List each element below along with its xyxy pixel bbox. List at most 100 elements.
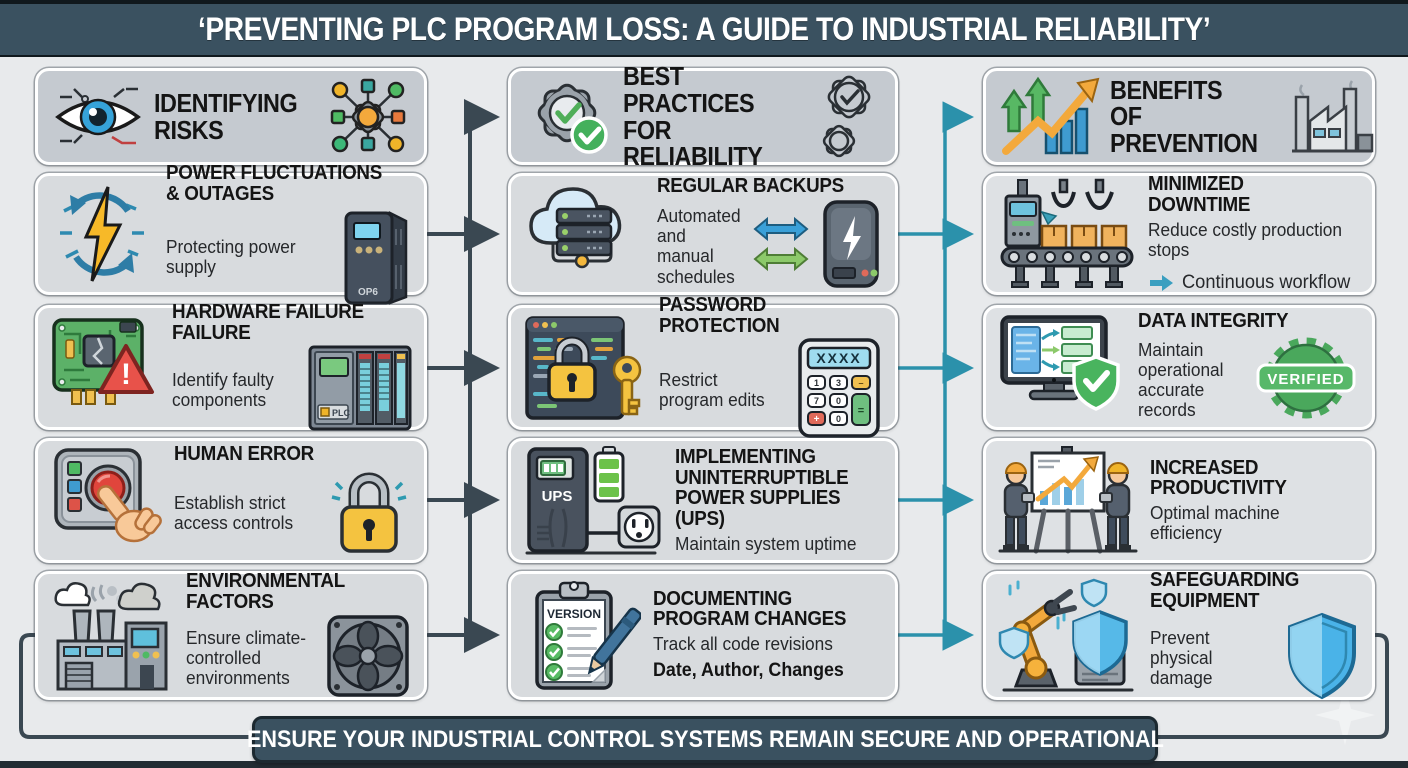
svg-text:+: + (814, 414, 820, 425)
svg-text:=: = (858, 405, 864, 417)
bottom-edge-bar (0, 761, 1408, 768)
column-header-best-practices: BEST PRACTICES FOR RELIABILITY (508, 63, 898, 169)
column-header-label: IDENTIFYING RISKS (154, 87, 298, 145)
card-title: IMPLEMENTING UNINTERRUPTIBLE POWER SUPPL… (675, 445, 849, 531)
button-press-hand-icon (50, 446, 162, 556)
sparkle-decoration (1310, 680, 1380, 755)
card-subtitle: Maintain system uptime (675, 534, 857, 555)
svg-text:–: – (858, 378, 863, 388)
card-documenting-changes: VERSION (508, 571, 898, 700)
cooling-fan-icon (324, 612, 412, 700)
card-power-fluctuations: POWER FLUCTUATIONS & OUTAGES Protecting … (35, 163, 427, 305)
column-header-benefits: BENEFITS OF PREVENTION (983, 68, 1375, 165)
power-cycle-bolt-icon (50, 181, 154, 287)
circuit-board-warning-icon: ! (50, 314, 160, 422)
sparkle-icon (1315, 685, 1375, 745)
sync-arrows-icon (753, 211, 809, 277)
ups-device-icon: OP6 (340, 205, 412, 305)
card-subtitle: Reduce costly production stops (1148, 219, 1343, 260)
robot-arm-shield-icon (998, 578, 1138, 694)
card-title: ENVIRONMENTAL FACTORS (186, 569, 345, 613)
keypad-icon: XXXX 1 3 – (795, 336, 883, 440)
card-subtitle: Prevent physical damage (1150, 628, 1213, 689)
card-content: ENVIRONMENTAL FACTORS Ensure climate-con… (186, 569, 412, 701)
svg-text:OP6: OP6 (358, 287, 378, 298)
svg-text:7: 7 (814, 396, 819, 406)
workflow-note: Continuous workflow (1148, 272, 1360, 294)
card-title: REGULAR BACKUPS (657, 174, 844, 197)
card-title: HUMAN ERROR (174, 443, 314, 466)
factory-outline-icon (1284, 75, 1374, 159)
card-human-error: HUMAN ERROR Establish strict access cont… (35, 438, 427, 563)
card-subtitle: Restrict program edits (659, 370, 765, 411)
monitor-shield-icon (998, 313, 1126, 423)
card-title: MINIMIZED DOWNTIME (1148, 173, 1251, 216)
card-title: SAFEGUARDING EQUIPMENT (1150, 568, 1300, 612)
workflow-note-text: Continuous workflow (1182, 271, 1351, 293)
svg-text:1: 1 (814, 378, 819, 388)
svg-text:UPS: UPS (542, 488, 573, 505)
factory-smoke-icon (50, 579, 174, 693)
top-banner: ‘PREVENTING PLC PROGRAM LOSS: A GUIDE TO… (0, 0, 1408, 57)
workers-presentation-icon (998, 445, 1138, 557)
version-clipboard-icon: VERSION (523, 578, 641, 694)
card-increased-productivity: INCREASED PRODUCTIVITY Optimal machine e… (983, 438, 1375, 563)
card-subtitle: Automated and manual schedules (657, 206, 741, 287)
card-subtitle: Maintain operational accurate records (1138, 339, 1224, 421)
card-subtitle: Track all code revisions (653, 634, 833, 655)
card-environmental-factors: ENVIRONMENTAL FACTORS Ensure climate-con… (35, 569, 427, 701)
ups-battery-outlet-icon: UPS (523, 445, 663, 557)
card-subtitle: Optimal machine efficiency (1150, 503, 1280, 544)
growth-chart-icon (1000, 75, 1100, 159)
card-title: DATA INTEGRITY (1138, 310, 1289, 333)
svg-text:!: ! (121, 358, 131, 391)
network-nodes-icon (326, 76, 410, 158)
code-lock-key-icon (523, 312, 647, 424)
card-title: INCREASED PRODUCTIVITY (1150, 456, 1287, 500)
column-header-label: BEST PRACTICES FOR RELIABILITY (623, 61, 763, 172)
padlock-icon (326, 465, 412, 557)
gears-outline-icon (815, 71, 881, 163)
card-title: POWER FLUCTUATIONS & OUTAGES (166, 162, 382, 205)
svg-text:VERSION: VERSION (547, 607, 601, 621)
card-note: Date, Author, Changes (653, 660, 844, 682)
cloud-server-icon (523, 179, 645, 289)
column-header-label: BENEFITS OF PREVENTION (1110, 74, 1258, 158)
card-implementing-ups: UPS IMPLEMENTING UNINTERRUPTIBLE POWER S… (508, 438, 898, 563)
svg-text:3: 3 (836, 378, 841, 388)
card-title: PASSWORD PROTECTION (659, 293, 780, 337)
card-content: MINIMIZED DOWNTIME Reduce costly product… (1148, 174, 1360, 294)
blue-shield-icon (1284, 611, 1360, 701)
card-title: DOCUMENTING PROGRAM CHANGES (653, 587, 847, 631)
card-safeguarding-equipment: SAFEGUARDING EQUIPMENT Prevent physical … (983, 568, 1375, 701)
backup-drive-icon (817, 196, 883, 292)
card-hardware-failure: ! HARDWARE FAILURE FAILURE Identify faul… (35, 300, 427, 433)
card-subtitle: Identify faulty components (172, 370, 274, 411)
card-content: INCREASED PRODUCTIVITY Optimal machine e… (1150, 456, 1360, 544)
svg-text:XXXX: XXXX (816, 350, 861, 366)
gear-check-icon (525, 75, 613, 159)
svg-text:0: 0 (836, 396, 841, 406)
column-header-identifying-risks: IDENTIFYING RISKS (35, 68, 427, 165)
plc-rack-icon: PLC (308, 343, 412, 433)
card-subtitle: Ensure climate-controlled environments (186, 628, 307, 689)
verified-badge-icon: VERIFIED (1252, 332, 1360, 424)
svg-text:PLC: PLC (332, 408, 351, 418)
card-content: DATA INTEGRITY Maintain operational accu… (1138, 311, 1360, 424)
card-content: HUMAN ERROR Establish strict access cont… (174, 444, 412, 557)
card-content: POWER FLUCTUATIONS & OUTAGES Protecting … (166, 163, 412, 305)
card-subtitle: Protecting power supply (166, 236, 296, 277)
eye-icon (52, 83, 144, 151)
footer-text: ENSURE YOUR INDUSTRIAL CONTROL SYSTEMS R… (246, 725, 1164, 753)
card-regular-backups: REGULAR BACKUPS Automated and manual sch… (508, 173, 898, 295)
svg-text:0: 0 (836, 414, 841, 424)
card-title: HARDWARE FAILURE FAILURE (172, 300, 364, 344)
page-title: ‘PREVENTING PLC PROGRAM LOSS: A GUIDE TO… (197, 11, 1211, 47)
workflow-arrow-icon (1150, 274, 1173, 291)
card-content: PASSWORD PROTECTION Restrict program edi… (659, 293, 883, 441)
conveyor-robot-icon (998, 178, 1136, 290)
card-data-integrity: DATA INTEGRITY Maintain operational accu… (983, 305, 1375, 430)
svg-text:VERIFIED: VERIFIED (1267, 371, 1344, 388)
card-content: IMPLEMENTING UNINTERRUPTIBLE POWER SUPPL… (675, 445, 883, 555)
